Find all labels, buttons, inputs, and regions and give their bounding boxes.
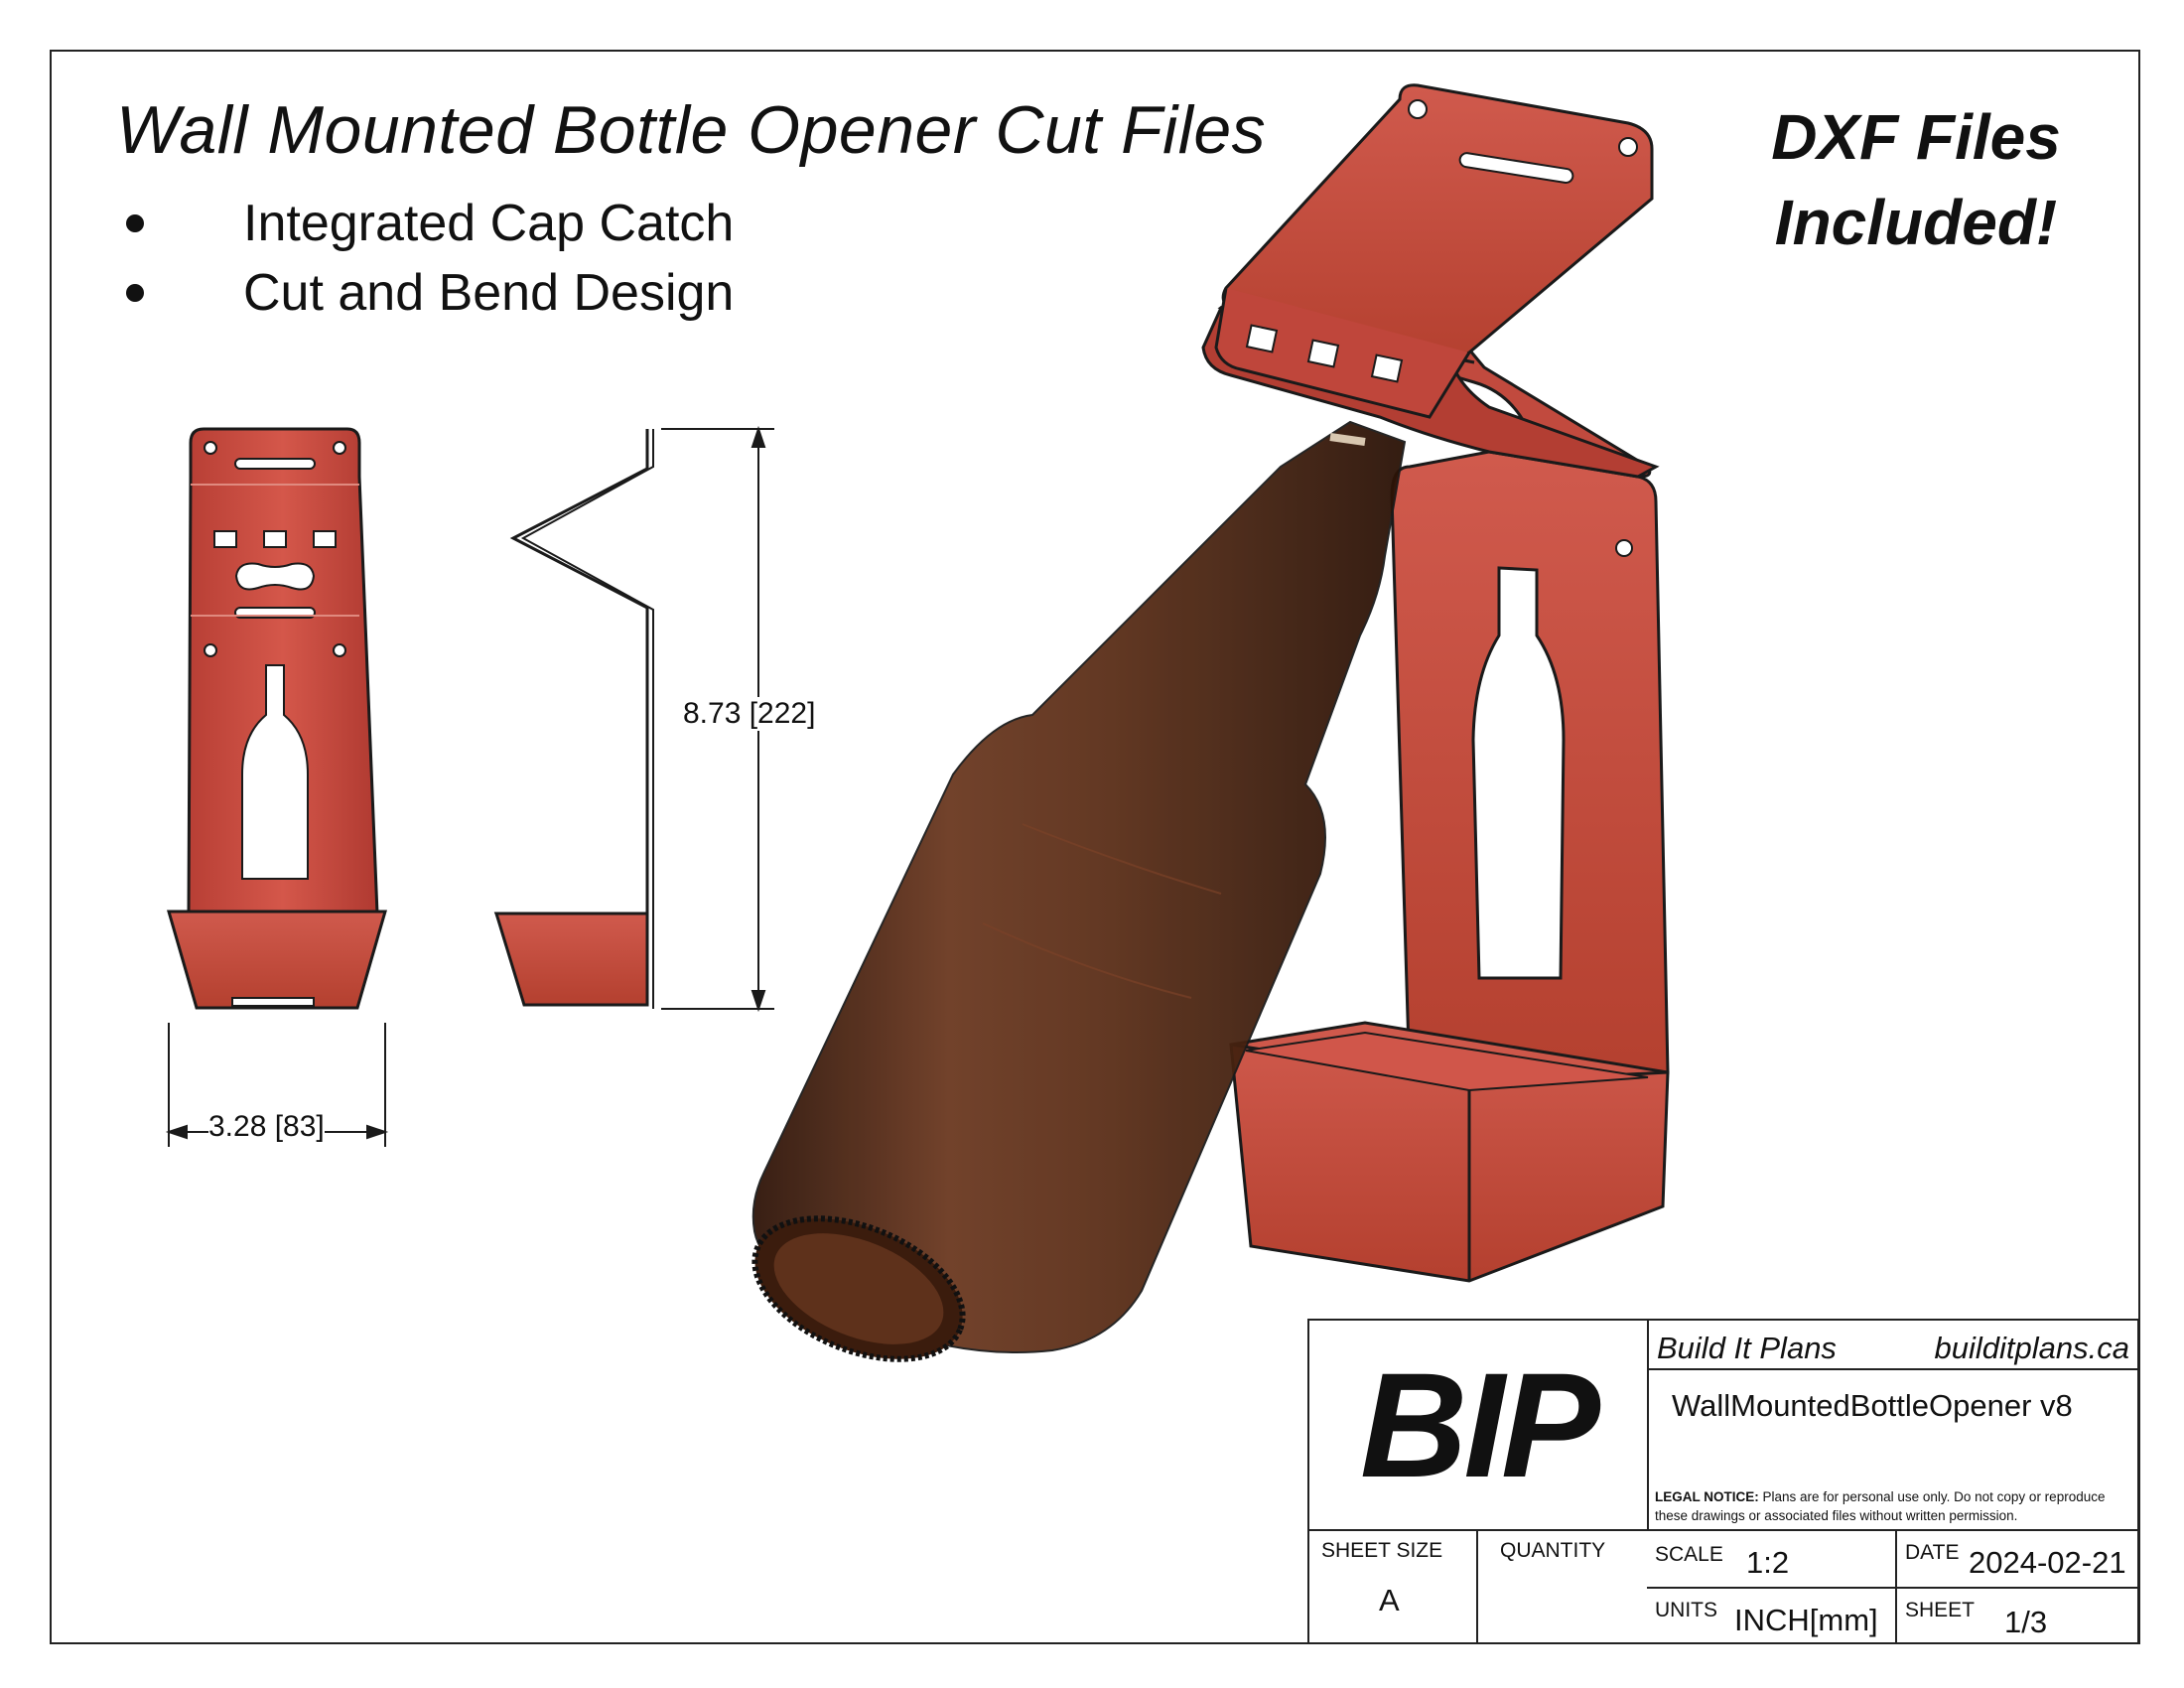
front-view (167, 427, 387, 1010)
logo: BIP (1309, 1321, 1649, 1531)
dxf-callout-line1: DXF Files (1771, 101, 2061, 173)
cap-hole (263, 530, 287, 548)
date-value: 2024-02-21 (1969, 1545, 2126, 1580)
height-dimension: 8.73 [222] (683, 697, 816, 731)
sheet-label: SHEET (1905, 1599, 1976, 1621)
mount-hole (1618, 137, 1638, 157)
iso-bottle-cutout (1471, 566, 1566, 980)
dxf-callout-line2: Included! (1774, 187, 2058, 258)
units-label: UNITS (1655, 1599, 1717, 1621)
iso-catch-tray (1229, 1021, 1670, 1283)
sheet-size-label: SHEET SIZE (1321, 1539, 1443, 1562)
side-view (493, 429, 654, 1009)
width-dimension: 3.28 [83] (208, 1110, 325, 1144)
sheet-value: 1/3 (2004, 1605, 2048, 1639)
feature-list: Integrated Cap Catch Cut and Bend Design (116, 189, 734, 328)
feature-label: Integrated Cap Catch (243, 195, 735, 252)
cap-hole (1306, 339, 1340, 368)
bullet-icon (126, 284, 144, 302)
units-value: INCH[mm] (1734, 1603, 1878, 1637)
side-view-tray (493, 912, 649, 1007)
mount-hole (333, 643, 346, 657)
scale-value: 1:2 (1746, 1545, 1790, 1580)
cap-hole (213, 530, 237, 548)
part-name: WallMountedBottleOpener v8 (1672, 1388, 2073, 1423)
mount-hole (204, 441, 217, 455)
front-slot (234, 458, 316, 470)
scale-label: SCALE (1655, 1543, 1723, 1566)
drawing-title: Wall Mounted Bottle Opener Cut Files (116, 92, 1267, 168)
beer-bottle (751, 420, 1407, 1362)
website: builditplans.ca (1934, 1331, 2129, 1365)
feature-label: Cut and Bend Design (243, 264, 735, 322)
cap-hole (1370, 353, 1404, 383)
sheet-size-value: A (1379, 1583, 1400, 1618)
mount-hole (204, 643, 217, 657)
mount-hole (1408, 99, 1428, 119)
opener-mouth (234, 562, 316, 591)
cap-hole (1245, 324, 1279, 353)
mount-hole (1615, 539, 1633, 557)
cap-hole (313, 530, 337, 548)
drawing-border (50, 50, 2140, 1644)
dxf-callout: DXF Files Included! (1747, 94, 2085, 265)
date-label: DATE (1905, 1541, 1960, 1564)
iso-slot (1458, 152, 1574, 184)
iso-view (751, 83, 1670, 1362)
legal-notice: LEGAL NOTICE: Plans are for personal use… (1655, 1487, 2131, 1525)
title-block: BIP Build It Plans builditplans.ca WallM… (1307, 1319, 2139, 1644)
quantity-label: QUANTITY (1500, 1539, 1606, 1562)
legal-notice-label: LEGAL NOTICE: (1655, 1489, 1759, 1504)
bullet-icon (126, 214, 144, 232)
bottle-cutout (241, 664, 309, 880)
mount-hole (333, 441, 346, 455)
front-view-tray (167, 910, 387, 1010)
feature-item: Integrated Cap Catch (116, 189, 734, 258)
legal-notice-text: Plans are for personal use only. Do not … (1655, 1489, 2106, 1523)
company-name: Build It Plans (1657, 1331, 1837, 1365)
feature-item: Cut and Bend Design (116, 258, 734, 328)
